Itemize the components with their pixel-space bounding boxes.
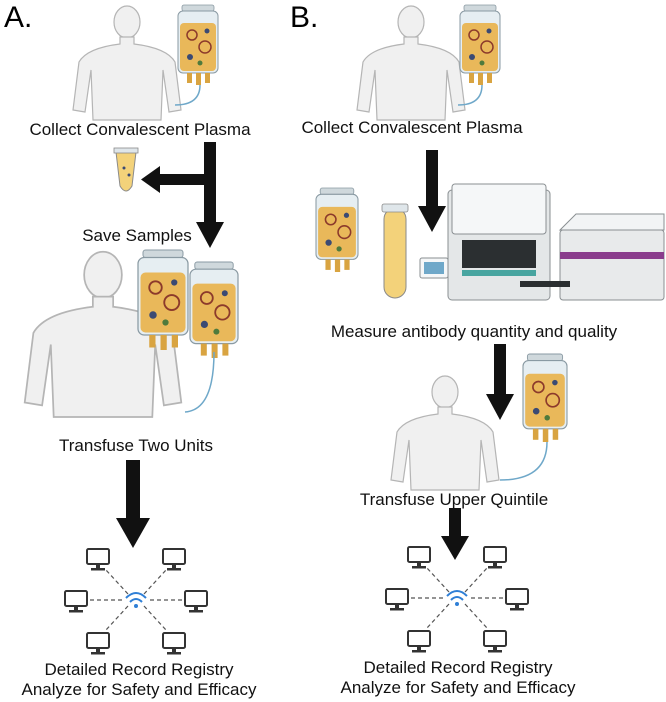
panel-a-analyze-label: Analyze for Safety and Efficacy	[21, 680, 257, 699]
panel-a-recipient-figure	[23, 249, 239, 418]
panel-a-network	[65, 549, 207, 655]
panel-b-analyze-label: Analyze for Safety and Efficacy	[340, 678, 576, 697]
panel-a-arrows	[116, 142, 224, 548]
panel-b-letter: B.	[290, 1, 319, 34]
panel-a-collect-label: Collect Convalescent Plasma	[29, 120, 251, 139]
panel-b-recipient-figure	[390, 353, 568, 491]
panel-a-transfuse-label: Transfuse Two Units	[58, 436, 214, 455]
panel-a-registry-label: Detailed Record Registry	[44, 660, 234, 679]
panel-b-measure-label: Measure antibody quantity and quality	[330, 322, 618, 341]
panel-a-donor-figure	[72, 4, 219, 121]
panel-a-letter: A.	[4, 1, 33, 34]
panel-b-lab-equipment	[315, 183, 665, 301]
panel-a-sample-tube	[113, 147, 139, 192]
panel-b-registry-label: Detailed Record Registry	[363, 658, 553, 677]
panel-a-save-label: Save Samples	[82, 226, 192, 245]
panel-b-collect-label: Collect Convalescent Plasma	[301, 118, 523, 137]
panel-b-arrows	[418, 150, 514, 560]
panel-b-transfuse-label: Transfuse Upper Quintile	[359, 490, 549, 509]
panel-b-donor-figure	[356, 4, 501, 121]
panel-b-network	[386, 547, 528, 653]
